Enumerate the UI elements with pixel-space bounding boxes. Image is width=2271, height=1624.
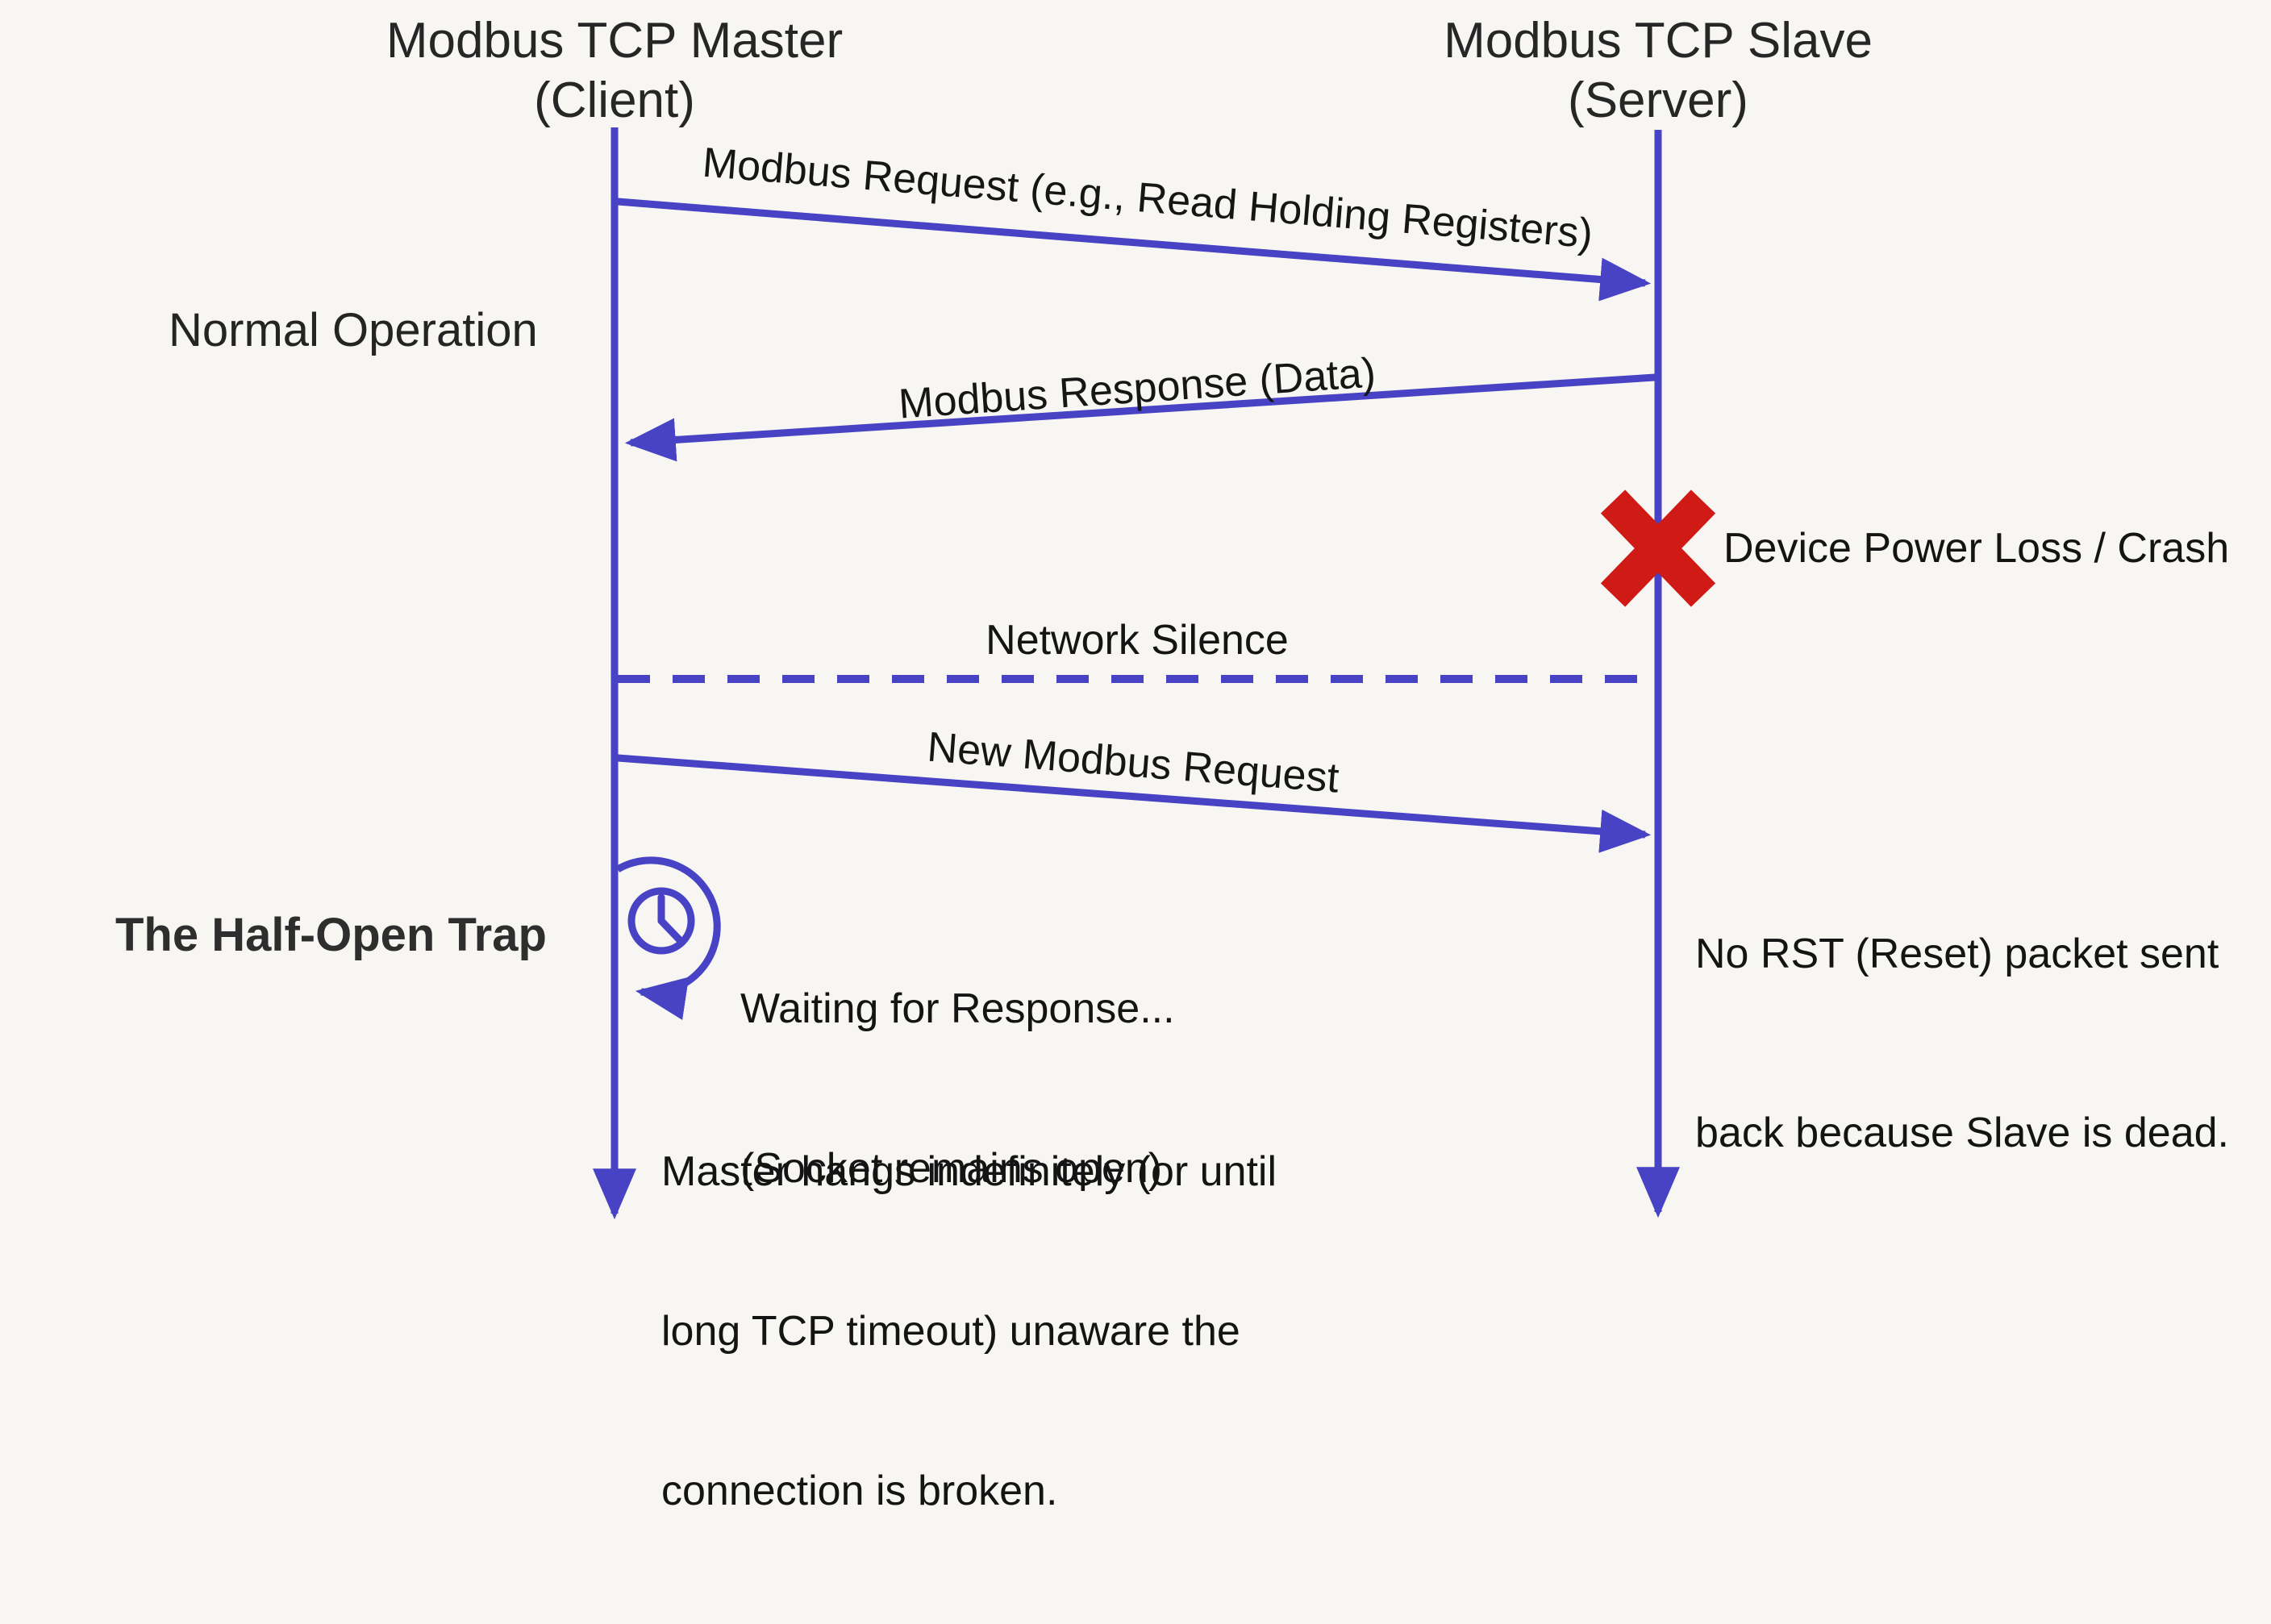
- master-hangs-note: Master hangs indefinitely (or until long…: [661, 1039, 1277, 1624]
- no-rst-line2: back because Slave is dead.: [1695, 1110, 2229, 1156]
- master-actor-title: Modbus TCP Master (Client): [332, 11, 897, 131]
- slave-actor-name: Modbus TCP Slave: [1444, 13, 1873, 69]
- phase-half-open-trap: The Half-Open Trap: [115, 909, 547, 961]
- slave-actor-role: (Server): [1568, 73, 1748, 128]
- no-rst-line1: No RST (Reset) packet sent: [1695, 931, 2219, 977]
- crash-x-icon: [1600, 489, 1716, 607]
- hang-line2: long TCP timeout) unaware the: [661, 1308, 1240, 1355]
- crash-label: Device Power Loss / Crash: [1723, 525, 2230, 572]
- retry-loop-icon: [615, 856, 721, 1020]
- slave-actor-title: Modbus TCP Slave (Server): [1376, 11, 1940, 131]
- master-actor-name: Modbus TCP Master: [385, 13, 844, 69]
- response-arrow: [624, 373, 1656, 462]
- hang-line1: Master hangs indefinitely (or until: [661, 1148, 1277, 1195]
- diagram-lines-layer: [593, 127, 1716, 1220]
- phase-normal-operation: Normal Operation: [169, 304, 538, 356]
- network-silence-label: Network Silence: [985, 617, 1289, 664]
- no-rst-note: No RST (Reset) packet sent back because …: [1695, 805, 2229, 1282]
- sequence-diagram: Modbus TCP Master (Client) Modbus TCP Sl…: [115, 11, 2230, 1514]
- waiting-note: Waiting for Response... (Socket remains …: [740, 876, 1175, 1301]
- hang-line3: connection is broken.: [661, 1468, 1058, 1514]
- new-request-arrow: [617, 754, 1652, 853]
- master-actor-role: (Client): [534, 73, 695, 128]
- clock-icon: [627, 887, 695, 955]
- request-arrow: [617, 198, 1652, 302]
- waiting-line2: (Socket remains open): [740, 1145, 1163, 1192]
- waiting-line1: Waiting for Response...: [740, 985, 1175, 1032]
